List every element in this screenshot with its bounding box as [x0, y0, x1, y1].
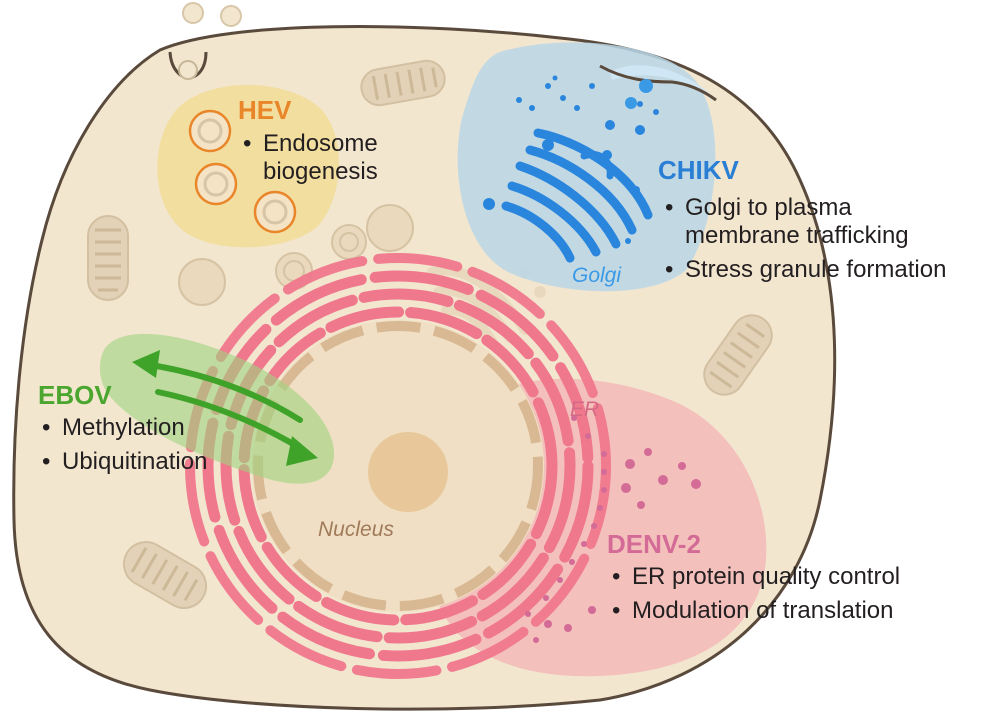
- ebov-label: EBOV: [38, 380, 112, 410]
- golgi-icon: [501, 128, 653, 263]
- hev-function-line-2: biogenesis: [263, 158, 378, 185]
- golgi-vesicles: [483, 75, 659, 244]
- vesicle-icon: [625, 97, 637, 109]
- mitochondrion-icon: [703, 314, 773, 396]
- hev-label: HEV: [238, 95, 292, 125]
- ebov-function-item: Ubiquitination: [42, 448, 207, 476]
- nucleus-label: Nucleus: [318, 518, 394, 541]
- chikv-function-line-1: Golgi to plasma: [685, 194, 852, 221]
- vesicle-icon: [639, 79, 653, 93]
- endosome-icon: [188, 109, 232, 153]
- hev-function-line-1: Endosome: [263, 130, 378, 157]
- membrane-bulge: [610, 65, 712, 100]
- chikv-function-line-3: Stress granule formation: [685, 256, 947, 283]
- bidirectional-arrow-icon: [132, 350, 318, 466]
- vesicle-icon: [182, 2, 204, 24]
- chikv-region: [457, 42, 716, 292]
- endosome-icon: [331, 224, 367, 260]
- chikv-function-line-2: membrane trafficking: [685, 222, 909, 249]
- mitochondrion-icon: [87, 215, 129, 301]
- membrane-fusion: [599, 64, 717, 102]
- ebov-function-list: Methylation Ubiquitination: [42, 414, 207, 476]
- nucleus-icon: [252, 320, 544, 612]
- vesicle-icon: [178, 60, 198, 80]
- mitochondrion-icon: [360, 59, 446, 107]
- golgi-label: Golgi: [572, 264, 622, 287]
- hev-function-list: •Endosome biogenesis: [243, 130, 378, 185]
- nucleolus: [368, 432, 448, 512]
- denv-function-list: ER protein quality control Modulation of…: [612, 563, 900, 625]
- ebov-function-item: Methylation: [42, 414, 207, 442]
- vesicle-icon: [178, 258, 226, 306]
- endosome-icon: [253, 190, 297, 234]
- chikv-label: CHIKV: [658, 155, 739, 185]
- er-label: ER: [570, 398, 600, 421]
- denv-function-item: ER protein quality control: [612, 563, 900, 591]
- vesicle-icon: [366, 204, 414, 252]
- denv-label: DENV-2: [607, 529, 701, 559]
- chikv-function-list: •Golgi to plasma membrane trafficking •S…: [665, 194, 947, 283]
- denv-function-item: Modulation of translation: [612, 597, 900, 625]
- endosome-icon: [194, 162, 238, 206]
- vesicle-icon: [220, 5, 242, 27]
- er-ribosomes: [525, 415, 701, 643]
